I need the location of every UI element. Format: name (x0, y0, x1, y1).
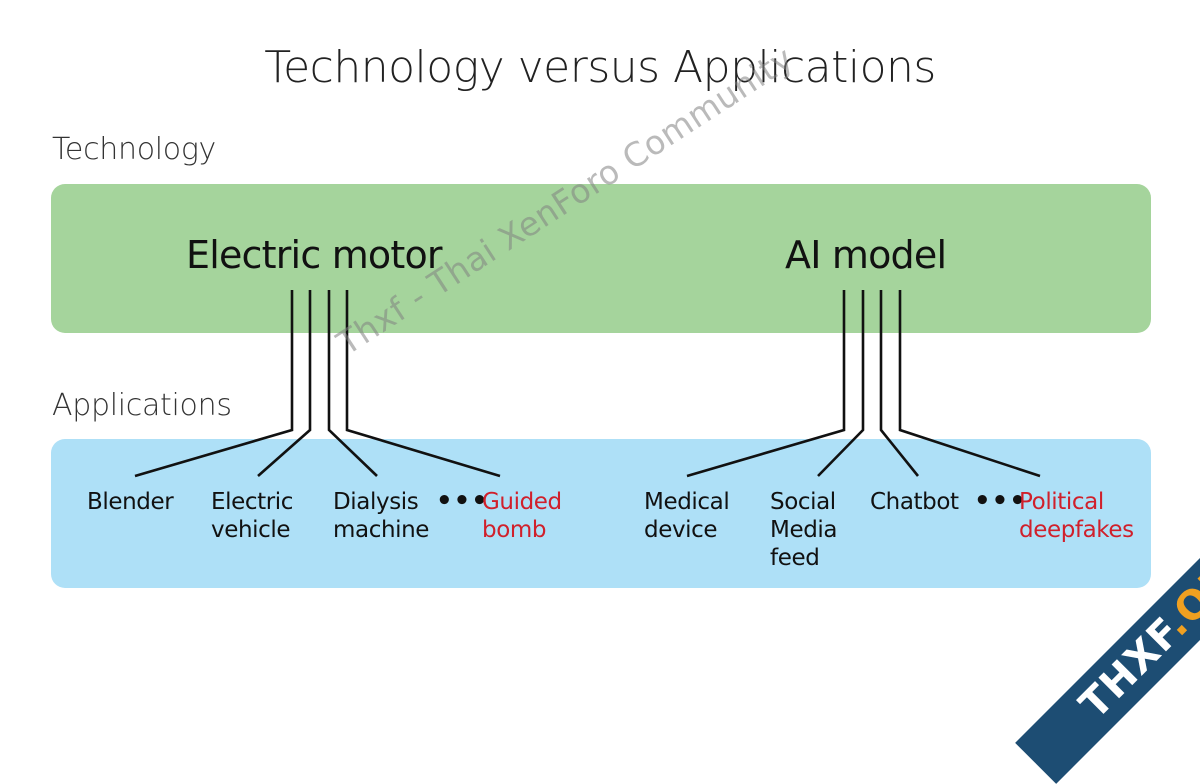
technology-band (51, 184, 1151, 333)
connector-political-deepfakes (898, 290, 1041, 478)
connector-social-media-feed (817, 290, 865, 477)
application-medical-device: Medical device (644, 489, 730, 543)
application-political-deepfakes: Political deepfakes (1019, 489, 1134, 543)
diagram-title: Technology versus Applications (264, 42, 936, 93)
connector-dialysis-machine (327, 290, 378, 477)
connector-blender (134, 290, 294, 478)
application-social-media-feed: Social Media feed (770, 489, 838, 571)
application-guided-bomb: Guided bomb (482, 489, 562, 543)
connector-guided-bomb (345, 290, 501, 478)
application-electric-vehicle: Electric vehicle (211, 489, 294, 543)
technology-electric-motor: Electric motor (186, 233, 443, 277)
application-blender: Blender (87, 489, 174, 515)
applications-section-label: Applications (52, 388, 232, 423)
applications-band (51, 439, 1151, 588)
connector-electric-vehicle (257, 290, 312, 477)
connector-chatbot (879, 290, 920, 477)
technology-ai-model: AI model (785, 233, 947, 277)
technology-section-label: Technology (52, 132, 217, 167)
connector-medical-device (686, 290, 846, 478)
ellipsis-ai-model: ••• (974, 486, 1027, 516)
application-dialysis-machine: Dialysis machine (333, 489, 430, 543)
application-chatbot: Chatbot (870, 489, 959, 515)
ellipsis-electric-motor: ••• (436, 486, 489, 516)
connector-lines (134, 290, 1041, 478)
